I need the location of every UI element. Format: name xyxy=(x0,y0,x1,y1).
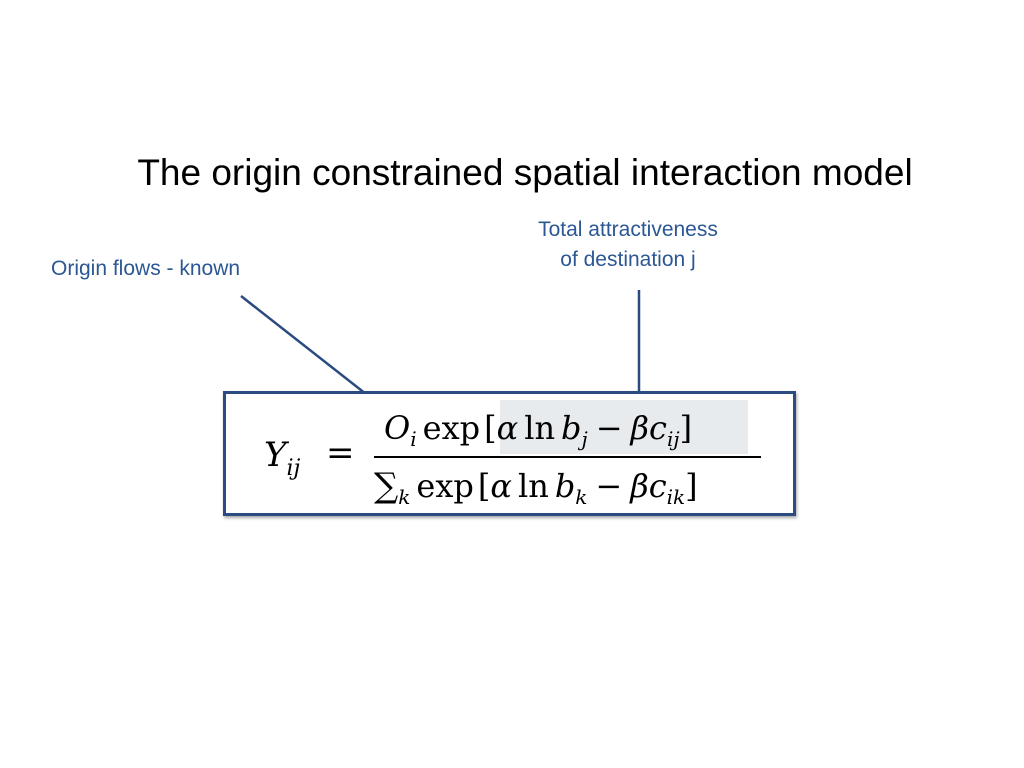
den-b: b xyxy=(555,467,575,505)
den-beta: β xyxy=(629,467,649,505)
num-ln: ln xyxy=(524,409,555,447)
lhs-sub: ij xyxy=(286,456,300,481)
den-exp: exp xyxy=(416,467,473,505)
den-alpha: α xyxy=(490,467,512,505)
attractiveness-annotation-line2: of destination j xyxy=(560,248,696,271)
num-alpha: α xyxy=(497,409,519,447)
den-right-bracket: ] xyxy=(685,467,697,505)
den-left-bracket: [ xyxy=(478,467,490,505)
attractiveness-highlight xyxy=(500,400,748,454)
num-o: O xyxy=(384,409,410,447)
den-c-sub: ik xyxy=(667,485,686,509)
num-minus: − xyxy=(596,409,623,447)
formula-lhs: Yij xyxy=(264,435,300,481)
num-left-bracket: [ xyxy=(484,409,496,447)
den-sigma: ∑ xyxy=(374,466,398,506)
lhs-y: Y xyxy=(264,435,290,475)
num-o-sub: i xyxy=(410,427,416,451)
num-b-sub: j xyxy=(578,427,588,451)
den-b-sub: k xyxy=(575,485,587,509)
slide-title: The origin constrained spatial interacti… xyxy=(137,152,913,193)
origin-flows-annotation: Origin flows - known xyxy=(51,257,241,280)
den-c: c xyxy=(649,467,667,505)
num-c: c xyxy=(649,409,667,447)
num-beta: β xyxy=(630,409,650,447)
den-minus: − xyxy=(595,467,622,505)
origin-flows-arrow xyxy=(240,295,382,407)
num-exp: exp xyxy=(423,409,480,447)
num-right-bracket: ] xyxy=(680,409,692,447)
formula-equals: = xyxy=(326,433,355,473)
attractiveness-annotation-line1: Total attractiveness xyxy=(538,218,718,241)
den-ln: ln xyxy=(518,467,549,505)
num-b: b xyxy=(561,409,581,447)
num-c-sub: ij xyxy=(667,427,680,451)
attractiveness-annotation: Total attractiveness of destination j xyxy=(500,215,756,275)
den-sigma-sub: k xyxy=(398,485,410,509)
